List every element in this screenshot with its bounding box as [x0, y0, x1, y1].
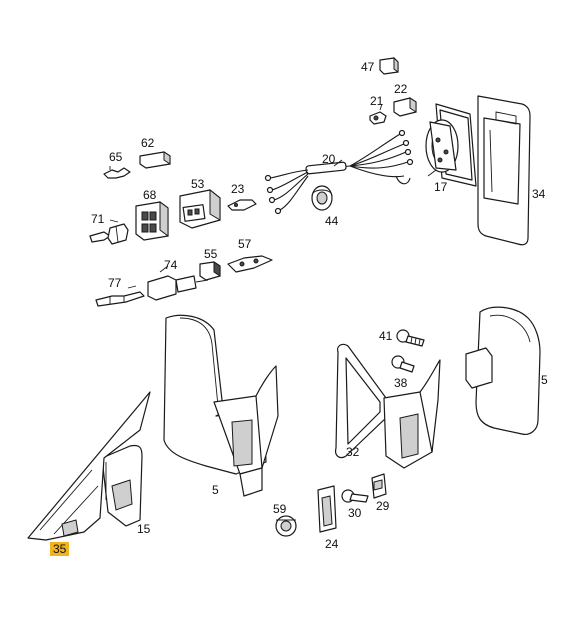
callout-5-right: 5	[541, 373, 548, 387]
callout-38: 38	[394, 376, 408, 390]
part-34-mirror-glass	[477, 95, 531, 246]
part-24-bracket	[317, 485, 337, 533]
callout-68: 68	[143, 188, 157, 202]
part-17-mirror-adjuster	[425, 103, 477, 187]
callout-21: 21	[370, 94, 384, 108]
callout-44: 44	[325, 214, 339, 228]
part-32-mirror-frame	[335, 343, 441, 469]
callout-24: 24	[325, 537, 339, 551]
leader-lines	[109, 159, 437, 289]
part-38-screw	[391, 355, 415, 373]
part-71-terminal	[89, 223, 129, 245]
callout-20: 20	[322, 152, 336, 166]
callout-32: 32	[346, 445, 360, 459]
part-53-connector	[179, 188, 221, 229]
part-20-wiring-harness	[264, 129, 414, 215]
part-57-terminal-strip	[227, 255, 273, 273]
callout-47: 47	[361, 60, 375, 74]
part-15-cover	[101, 444, 143, 527]
part-21-clip	[369, 103, 387, 125]
callout-41: 41	[379, 329, 393, 343]
callout-77: 77	[108, 276, 122, 290]
part-44-grommet	[311, 185, 333, 211]
part-5-left-mirror-housing	[163, 314, 279, 497]
callout-53: 53	[191, 177, 205, 191]
callout-34: 34	[532, 187, 546, 201]
part-5-right-mirror-housing	[465, 306, 541, 435]
callout-29: 29	[376, 499, 390, 513]
part-29-clip	[371, 473, 387, 499]
part-23-terminal	[227, 199, 257, 211]
part-47-cap	[379, 56, 399, 75]
callout-62: 62	[141, 136, 155, 150]
callout-23: 23	[231, 182, 245, 196]
part-65-contact	[103, 166, 131, 179]
callout-15: 15	[137, 522, 151, 536]
part-77-pins	[95, 291, 145, 307]
part-55-connector	[199, 261, 221, 281]
callout-71: 71	[91, 212, 105, 226]
part-59-plug	[275, 515, 297, 537]
part-68-connector	[135, 201, 169, 241]
callout-35-highlighted: 35	[50, 542, 70, 556]
callout-57: 57	[238, 237, 252, 251]
callout-55: 55	[204, 247, 218, 261]
callout-5-left: 5	[212, 483, 219, 497]
part-41-bolt	[396, 329, 425, 347]
callout-17: 17	[434, 180, 448, 194]
callout-65: 65	[109, 150, 123, 164]
part-22-block	[393, 97, 417, 117]
callout-22: 22	[394, 82, 408, 96]
callout-59: 59	[273, 502, 287, 516]
callout-30: 30	[348, 506, 362, 520]
part-35-mounting-bracket	[27, 391, 151, 541]
part-74-plug	[147, 275, 209, 301]
part-62-housing	[139, 151, 171, 169]
callout-74: 74	[164, 258, 178, 272]
part-30-screw	[341, 489, 369, 503]
